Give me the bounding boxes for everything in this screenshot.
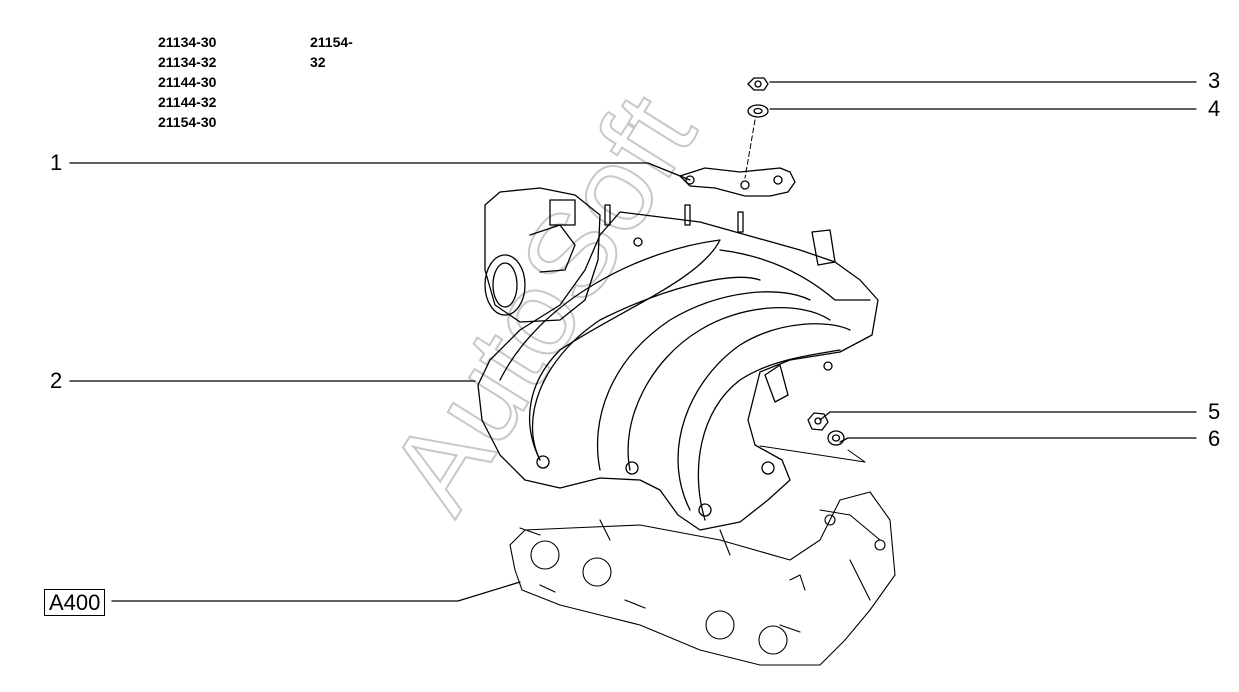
model-code: 21154-32 bbox=[310, 34, 353, 70]
throttle-body bbox=[484, 187, 611, 323]
leader-a400 bbox=[111, 581, 521, 602]
model-code: 21144-30 bbox=[158, 74, 217, 90]
callout-6: 6 bbox=[1208, 426, 1221, 451]
watermark: AutoSoft bbox=[362, 71, 722, 534]
axis-line-lower bbox=[759, 445, 866, 463]
model-code: 21134-32 bbox=[158, 54, 217, 70]
callout-4: 4 bbox=[1208, 96, 1221, 121]
model-list: 21134-30 21134-32 21144-30 21144-32 2115… bbox=[158, 32, 353, 132]
washer-part-4 bbox=[747, 104, 769, 118]
leader-1 bbox=[69, 162, 691, 181]
callout-2: 2 bbox=[50, 368, 63, 393]
watermark-text: AutoSoft bbox=[363, 72, 721, 533]
model-code: 21154-30 bbox=[158, 114, 217, 130]
nut-part-5 bbox=[807, 412, 829, 431]
model-code: 21144-32 bbox=[158, 94, 217, 110]
leader-5 bbox=[819, 411, 1197, 421]
nut-part-3 bbox=[747, 77, 769, 91]
manifold-body-part-2 bbox=[477, 204, 879, 531]
callout-5: 5 bbox=[1208, 399, 1221, 424]
stud-axis-line bbox=[744, 119, 756, 179]
callout-1: 1 bbox=[50, 150, 63, 175]
cylinder-head-a400 bbox=[509, 491, 896, 666]
bracket-part-1 bbox=[679, 167, 796, 197]
washer-part-6 bbox=[827, 430, 845, 446]
leader-6 bbox=[839, 437, 1197, 443]
model-code: 21134-30 bbox=[158, 34, 217, 50]
reference-link-a400[interactable]: A400 bbox=[44, 589, 106, 616]
callout-3: 3 bbox=[1208, 68, 1221, 93]
